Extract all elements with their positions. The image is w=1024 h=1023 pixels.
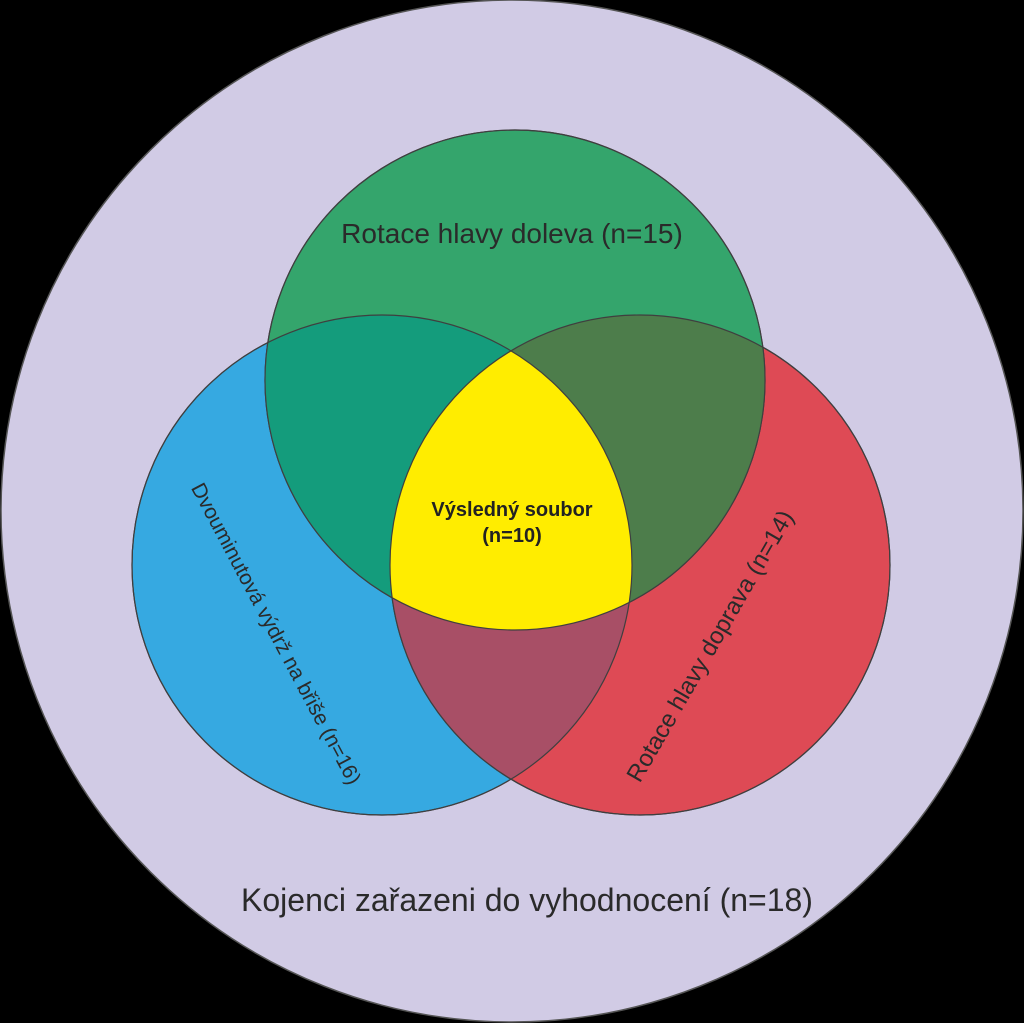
right-set-outline — [389, 314, 891, 816]
center-label-title: Výsledný soubor — [431, 499, 592, 521]
center-label-count: (n=10) — [482, 525, 541, 547]
center-intersection — [390, 315, 632, 630]
outer-population-label: Kojenci zařazeni do vyhodnocení (n=18) — [241, 882, 813, 918]
top-set-label: Rotace hlavy doleva (n=15) — [341, 218, 683, 249]
top-set-outline — [264, 129, 766, 631]
left-set-outline — [131, 314, 633, 816]
